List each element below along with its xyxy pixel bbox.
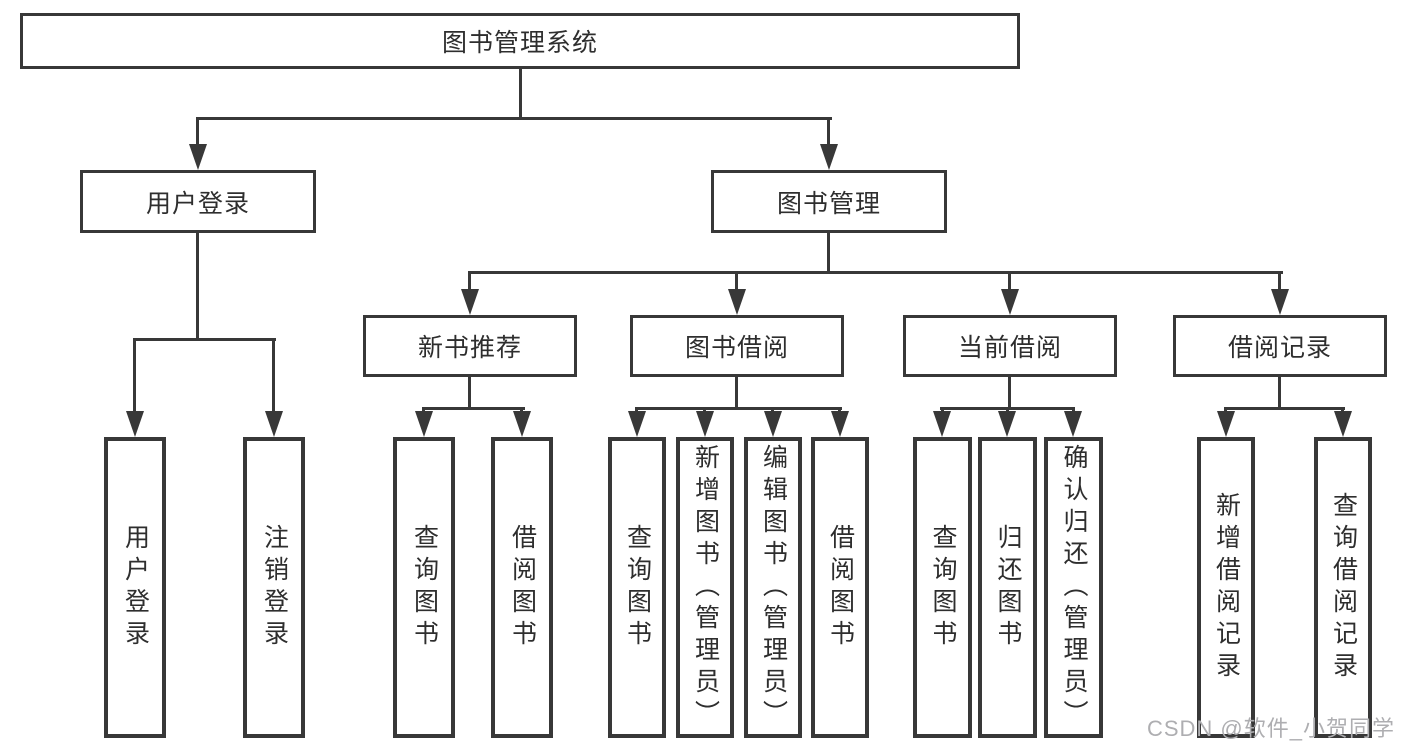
- leaf-query-books-current: 查询图书: [913, 437, 972, 738]
- connector-line: [422, 407, 525, 410]
- connector-line: [468, 271, 471, 291]
- connector-line: [1278, 377, 1281, 409]
- connector-line: [1278, 271, 1281, 291]
- leaf-logout: 注销登录: [243, 437, 305, 738]
- leaf-confirm-return-admin: 确认归还（管理员）: [1044, 437, 1103, 738]
- connector-line: [196, 117, 832, 120]
- leaf-add-book-admin: 新增图书（管理员）: [676, 437, 734, 738]
- node-label: 查询借阅记录: [1329, 491, 1358, 684]
- connector-line: [1008, 271, 1011, 291]
- arrow-down-icon: [820, 144, 838, 170]
- node-label: 查询图书: [410, 523, 439, 652]
- arrow-down-icon: [728, 289, 746, 315]
- arrow-down-icon: [764, 411, 782, 437]
- leaf-query-borrow-record: 查询借阅记录: [1314, 437, 1372, 738]
- leaf-query-books-recommend: 查询图书: [393, 437, 455, 738]
- node-label: 借阅记录: [1227, 334, 1332, 362]
- node-label: 归还图书: [994, 523, 1022, 652]
- connector-line: [196, 233, 199, 340]
- connector-line: [735, 377, 738, 409]
- leaf-borrow-books: 借阅图书: [811, 437, 869, 738]
- leaf-add-borrow-record: 新增借阅记录: [1197, 437, 1255, 738]
- connector-line: [1008, 377, 1011, 409]
- node-label: 借阅图书: [508, 523, 537, 652]
- node-label: 用户登录: [145, 189, 250, 218]
- node-label: 确认归还（管理员）: [1060, 443, 1088, 732]
- watermark: CSDN @软件_小贺同学: [1146, 716, 1395, 741]
- node-label: 编辑图书（管理员）: [759, 443, 788, 732]
- node-label: 图书管理: [776, 189, 881, 218]
- arrow-down-icon: [933, 411, 951, 437]
- connector-line: [468, 377, 471, 409]
- arrow-down-icon: [189, 144, 207, 170]
- leaf-query-books-borrow: 查询图书: [608, 437, 666, 738]
- node-library-system: 图书管理系统: [20, 13, 1020, 69]
- arrow-down-icon: [1217, 411, 1235, 437]
- node-label: 新增借阅记录: [1212, 491, 1241, 684]
- node-new-book-recommend: 新书推荐: [363, 315, 577, 377]
- node-book-management: 图书管理: [711, 170, 947, 233]
- node-label: 新书推荐: [417, 334, 522, 362]
- connector-line: [827, 233, 830, 274]
- connector-line: [196, 117, 199, 147]
- connector-line: [133, 338, 276, 341]
- node-label: 当前借阅: [957, 334, 1062, 362]
- node-label: 用户登录: [121, 523, 150, 652]
- connector-line: [272, 338, 275, 413]
- node-label: 查询图书: [623, 523, 652, 652]
- arrow-down-icon: [126, 411, 144, 437]
- node-label: 新增图书（管理员）: [691, 443, 720, 732]
- connector-line: [827, 117, 830, 147]
- leaf-user-login: 用户登录: [104, 437, 166, 738]
- arrow-down-icon: [1271, 289, 1289, 315]
- connector-line: [1224, 407, 1345, 410]
- node-label: 查询图书: [929, 523, 957, 652]
- connector-line: [468, 271, 1283, 274]
- leaf-edit-book-admin: 编辑图书（管理员）: [744, 437, 802, 738]
- arrow-down-icon: [998, 411, 1016, 437]
- connector-line: [635, 407, 842, 410]
- node-current-borrow: 当前借阅: [903, 315, 1117, 377]
- arrow-down-icon: [513, 411, 531, 437]
- connector-line: [519, 68, 522, 119]
- arrow-down-icon: [461, 289, 479, 315]
- arrow-down-icon: [628, 411, 646, 437]
- connector-line: [735, 271, 738, 291]
- arrow-down-icon: [1064, 411, 1082, 437]
- arrow-down-icon: [415, 411, 433, 437]
- arrow-down-icon: [696, 411, 714, 437]
- leaf-return-book: 归还图书: [978, 437, 1037, 738]
- leaf-borrow-books-recommend: 借阅图书: [491, 437, 553, 738]
- node-book-borrow: 图书借阅: [630, 315, 844, 377]
- arrow-down-icon: [1334, 411, 1352, 437]
- arrow-down-icon: [265, 411, 283, 437]
- node-borrow-records: 借阅记录: [1173, 315, 1387, 377]
- connector-line: [133, 338, 136, 413]
- node-label: 图书借阅: [684, 334, 789, 362]
- arrow-down-icon: [831, 411, 849, 437]
- node-label: 借阅图书: [826, 523, 855, 652]
- arrow-down-icon: [1001, 289, 1019, 315]
- node-label: 注销登录: [260, 523, 289, 652]
- node-label: 图书管理系统: [441, 29, 598, 57]
- node-user-login: 用户登录: [80, 170, 316, 233]
